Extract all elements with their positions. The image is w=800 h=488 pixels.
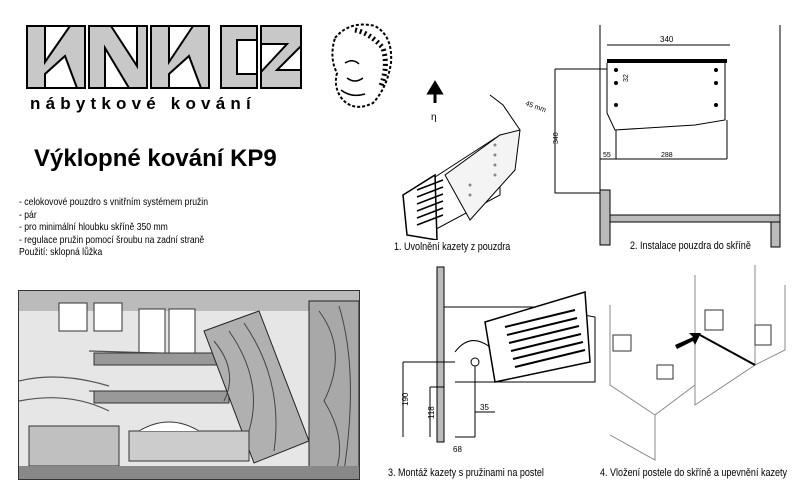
dimension-label: 45 mm — [524, 100, 547, 114]
logo-subtitle: nábytkové kování — [30, 94, 256, 113]
step-4-diagram — [605, 265, 795, 465]
dimension-label: 35 — [480, 403, 489, 412]
step-2-caption: 2. Instalace pouzdra do skříně — [630, 240, 751, 252]
dimension-label: 340 — [660, 35, 674, 44]
step-3-caption: 3. Montáž kazety s pružinami na postel — [388, 467, 544, 479]
feature-item: - pro minimální hloubku skříně 350 mm — [19, 221, 168, 234]
step-3-diagram: 190 118 35 68 — [395, 262, 605, 467]
dimension-label: 68 — [453, 445, 462, 454]
company-logo — [25, 22, 305, 94]
portrait-sketch-image — [325, 18, 397, 113]
dimension-label: 190 — [401, 392, 410, 406]
feature-list: - celokovové pouzdro s vnitřním systémem… — [19, 196, 208, 259]
dimension-label: 340 — [553, 132, 560, 144]
dimension-label: 118 — [427, 406, 436, 419]
dimension-label: 55 — [603, 152, 611, 159]
feature-item: - regulace pružin pomocí šroubu na zadní… — [19, 233, 205, 246]
bedroom-illustration — [18, 290, 360, 480]
dimension-label: 288 — [661, 152, 673, 159]
svg-text:η: η — [431, 112, 437, 123]
feature-item: - pár — [19, 208, 37, 221]
step-1-caption: 1. Uvolnění kazety z pouzdra — [394, 241, 511, 253]
feature-item: - celokovové pouzdro s vnitřním systémem… — [19, 196, 209, 208]
dimension-label: 32 — [623, 74, 630, 82]
product-title: Výklopné kování KP9 — [34, 145, 277, 172]
step-4-caption: 4. Vložení postele do skříně a upevnění … — [600, 467, 788, 479]
step-2-diagram: 340 32 340 55 288 — [545, 25, 785, 250]
usage-text: Použití: sklopná lůžka — [19, 246, 103, 259]
step-1-diagram: η 45 mm — [395, 75, 550, 241]
